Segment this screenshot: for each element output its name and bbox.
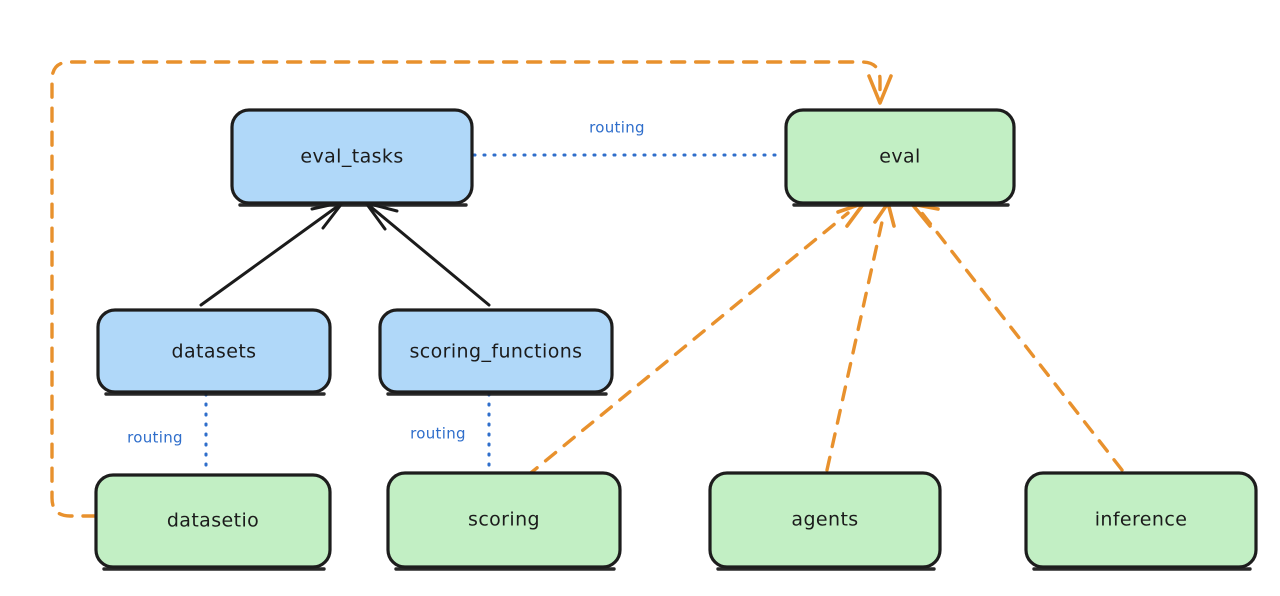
node-eval_tasks[interactable]: eval_tasks — [230, 108, 474, 207]
node-scoring[interactable]: scoring — [386, 471, 622, 571]
edge-scoring_functions-eval_tasks — [364, 201, 491, 307]
node-datasets-box — [96, 308, 332, 394]
edge-datasets-eval_tasks — [199, 200, 345, 307]
node-eval-box — [784, 108, 1016, 205]
node-agents-label: agents — [791, 509, 858, 531]
edge-label-eval_tasks-eval: routing — [589, 119, 645, 137]
edge-inference-eval-line — [920, 211, 1124, 472]
node-datasetio[interactable]: datasetio — [94, 473, 332, 571]
node-datasets[interactable]: datasets — [96, 308, 332, 396]
node-scoring_functions-label: scoring_functions — [410, 341, 583, 363]
node-inference-label: inference — [1095, 509, 1188, 531]
node-scoring_functions-box — [378, 308, 614, 394]
edge-inference-eval — [910, 202, 1124, 472]
edge-datasetio-eval-line — [50, 60, 882, 518]
node-scoring_functions[interactable]: scoring_functions — [378, 308, 614, 396]
node-eval_tasks-label: eval_tasks — [300, 146, 403, 168]
edge-scoring_functions-eval_tasks-line — [369, 205, 491, 307]
node-agents[interactable]: agents — [708, 471, 942, 571]
node-datasetio-label: datasetio — [167, 510, 259, 532]
edge-agents-eval — [825, 201, 896, 472]
edge-datasetio-eval-arrowhead — [867, 74, 893, 105]
node-scoring-label: scoring — [468, 509, 540, 531]
edge-label-scoring_functions-scoring: routing — [410, 425, 466, 443]
node-agents-box — [708, 471, 942, 569]
node-eval_tasks-box — [230, 108, 474, 205]
node-eval[interactable]: eval — [784, 108, 1016, 207]
edge-datasets-eval_tasks-line — [199, 204, 340, 307]
edge-datasetio-eval — [50, 60, 893, 518]
node-eval-label: eval — [879, 146, 920, 168]
edge-scoring-eval-line — [525, 211, 850, 478]
node-scoring-box — [386, 471, 622, 569]
node-inference[interactable]: inference — [1024, 471, 1258, 571]
node-inference-box — [1024, 471, 1258, 569]
node-datasetio-box — [94, 473, 332, 569]
edge-label-datasets-datasetio: routing — [127, 429, 183, 447]
edge-agents-eval-line — [825, 211, 886, 472]
node-datasets-label: datasets — [172, 341, 257, 363]
